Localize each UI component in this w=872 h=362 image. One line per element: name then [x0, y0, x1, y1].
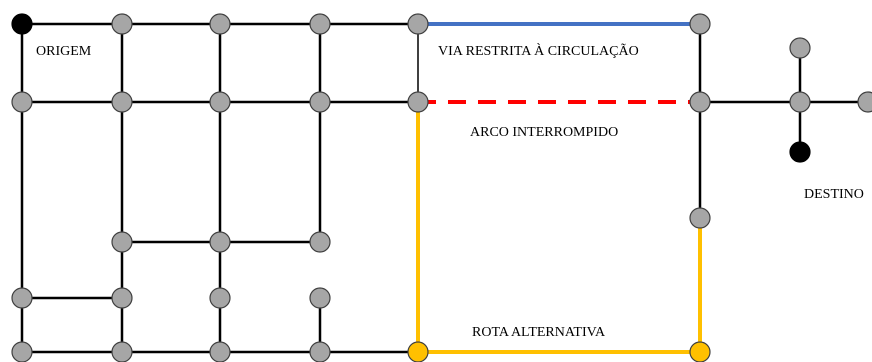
network-node	[309, 341, 331, 362]
network-node	[789, 37, 811, 59]
network-node	[309, 13, 331, 35]
network-node	[209, 13, 231, 35]
origin-node	[11, 13, 33, 35]
network-node	[11, 287, 33, 309]
alternative-route-label: ROTA ALTERNATIVA	[472, 325, 606, 340]
network-node	[309, 231, 331, 253]
network-node	[11, 341, 33, 362]
network-node	[857, 91, 872, 113]
network-node	[689, 207, 711, 229]
network-node	[789, 91, 811, 113]
network-node	[689, 91, 711, 113]
network-node	[111, 13, 133, 35]
network-node	[209, 91, 231, 113]
network-node	[209, 341, 231, 362]
network-node	[689, 13, 711, 35]
network-node	[11, 91, 33, 113]
network-node	[407, 91, 429, 113]
network-node	[309, 287, 331, 309]
network-node	[111, 231, 133, 253]
network-node	[111, 287, 133, 309]
network-node	[309, 91, 331, 113]
road-network-edges	[20, 22, 868, 354]
network-node	[111, 341, 133, 362]
destination-node	[789, 141, 811, 163]
network-node	[407, 13, 429, 35]
origin-label: ORIGEM	[36, 44, 92, 59]
interrupted-arc-label: ARCO INTERROMPIDO	[470, 125, 618, 140]
network-nodes	[11, 13, 872, 362]
destination-label: DESTINO	[804, 187, 864, 202]
network-node	[111, 91, 133, 113]
alternative-route-node	[689, 341, 711, 362]
alternative-route-node	[407, 341, 429, 362]
restricted-road-label: VIA RESTRITA À CIRCULAÇÃO	[438, 42, 639, 59]
network-node	[209, 231, 231, 253]
network-node	[209, 287, 231, 309]
alternative-route-path	[416, 102, 702, 354]
